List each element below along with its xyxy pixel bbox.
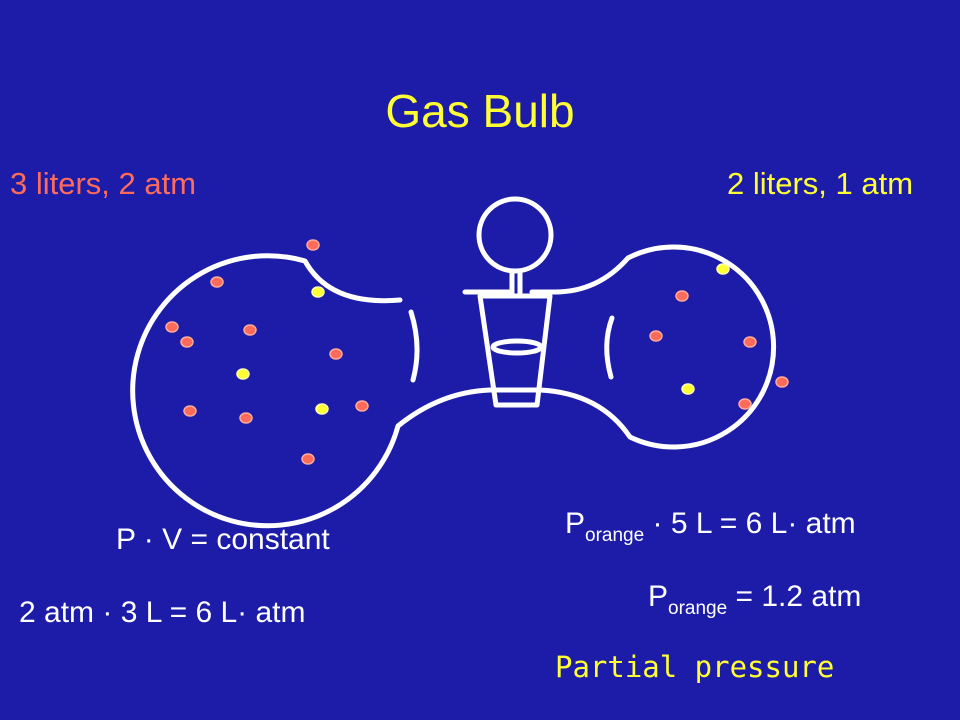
orange-partial-total-equation: Porange · 5 L = 6 L· atm [565,507,856,547]
yellow-particle [315,403,329,415]
partial-pressure-caption: Partial pressure [555,650,835,684]
orange-particle [210,276,224,288]
valve-knob [476,196,554,274]
orange-particle [183,405,197,417]
orange-particle [301,453,315,465]
orange-particle [239,412,253,424]
left-bulb-condition: 3 liters, 2 atm [10,166,197,201]
pressure-symbol: P [648,580,669,613]
yellow-particle [236,368,250,380]
bulb-outline [130,244,777,529]
orange-particle [355,400,369,412]
pv-constant-equation: P · V = constant [116,523,330,556]
equation-rest: = 1.2 atm [727,580,862,613]
orange-particle [775,376,789,388]
orange-particle [738,398,752,410]
yellow-particle [716,263,730,275]
valve-opening [490,338,544,356]
slide-title: Gas Bulb [385,85,575,137]
left-bulb-pv-equation: 2 atm · 3 L = 6 L· atm [19,596,306,629]
orange-particle [165,321,179,333]
equation-rest: · 5 L = 6 L· atm [644,507,856,540]
orange-subscript: orange [585,525,645,546]
valve-stem [509,268,523,299]
seal-arc-left [408,309,420,383]
orange-subscript: orange [668,598,728,619]
yellow-particle [681,383,695,395]
orange-partial-pressure-value: Porange = 1.2 atm [648,580,861,620]
yellow-particle [311,286,325,298]
orange-particle [743,336,757,348]
right-bulb-condition: 2 liters, 1 atm [727,166,914,201]
orange-particle [675,290,689,302]
orange-particle [180,336,194,348]
orange-particle [243,324,257,336]
seal-arc-right [604,315,615,380]
orange-particle [306,239,320,251]
gas-particles [165,239,789,465]
valve-plug [477,293,553,408]
orange-particle [329,348,343,360]
pressure-symbol: P [565,507,586,540]
orange-particle [649,330,663,342]
